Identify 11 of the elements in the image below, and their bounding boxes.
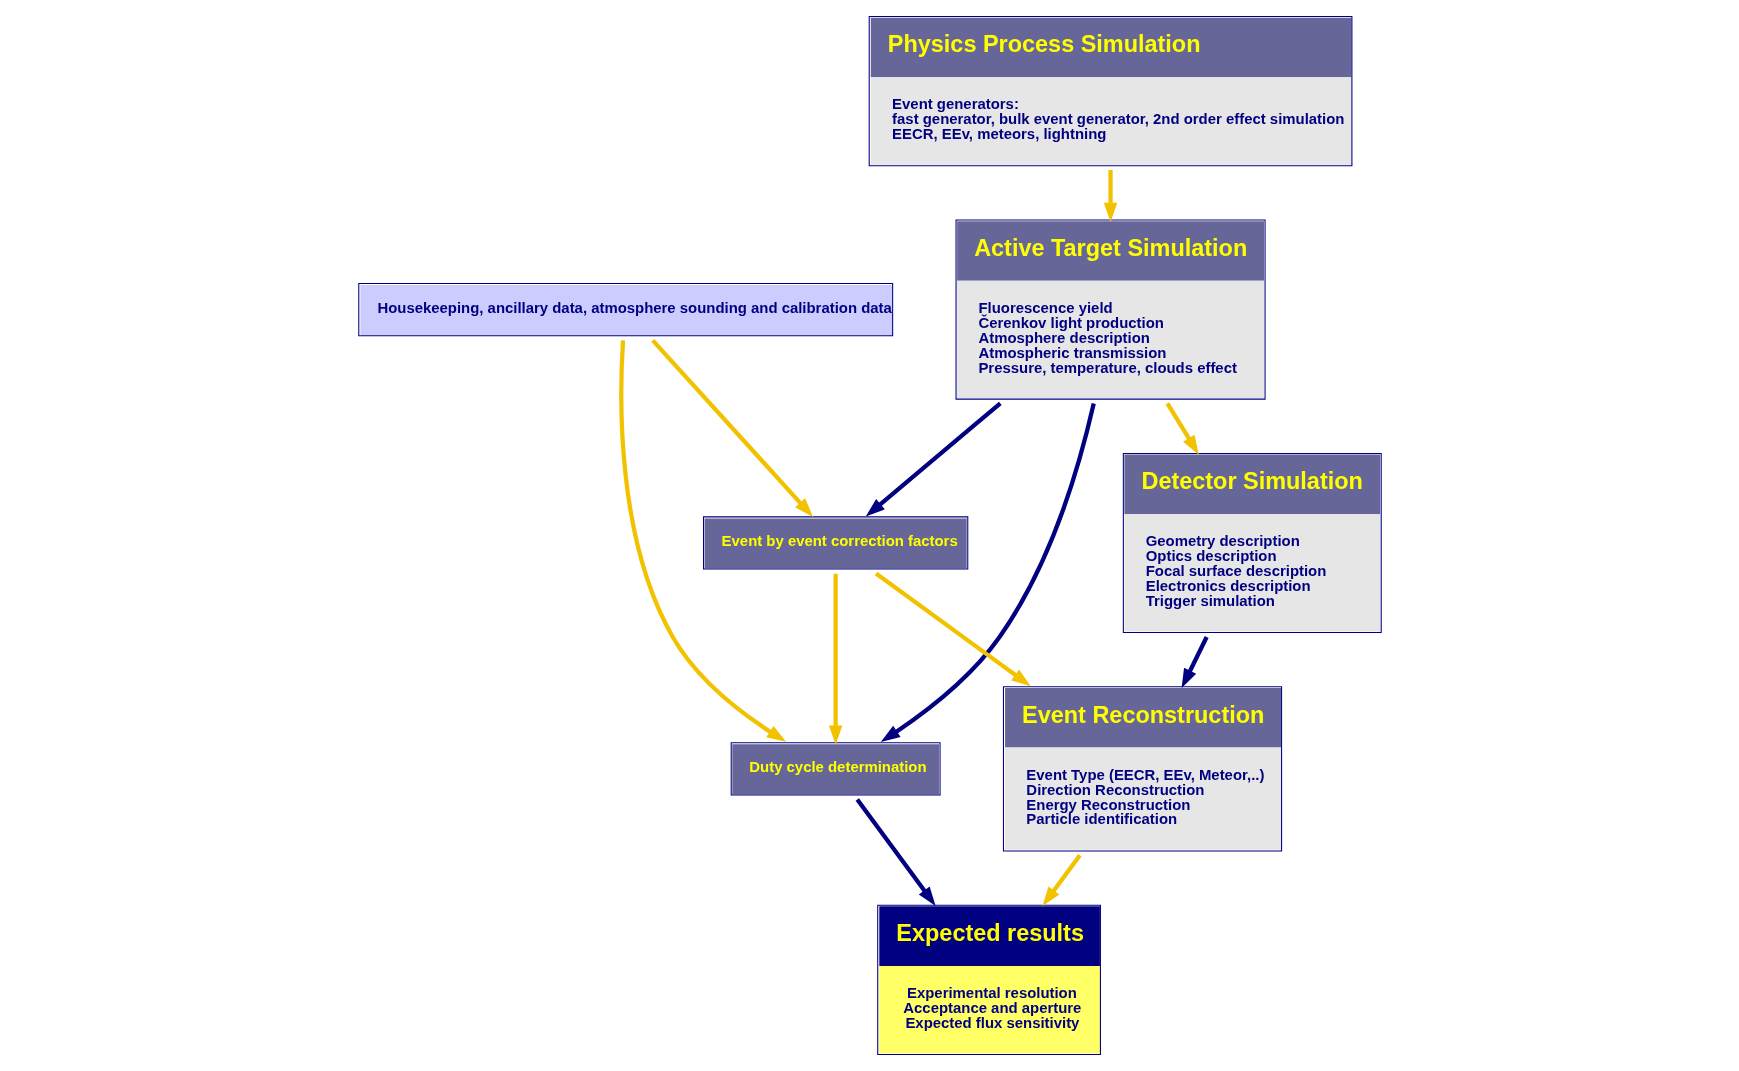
arrow [828, 573, 842, 745]
arrow [874, 571, 1031, 687]
arrow [1181, 636, 1209, 689]
arrow [855, 798, 936, 907]
arrow [650, 339, 813, 518]
arrow [1042, 853, 1082, 907]
arrow [1103, 170, 1117, 223]
arrow [865, 401, 1002, 517]
arrow [618, 340, 786, 742]
arrow [1165, 402, 1199, 455]
arrow [880, 403, 1096, 742]
